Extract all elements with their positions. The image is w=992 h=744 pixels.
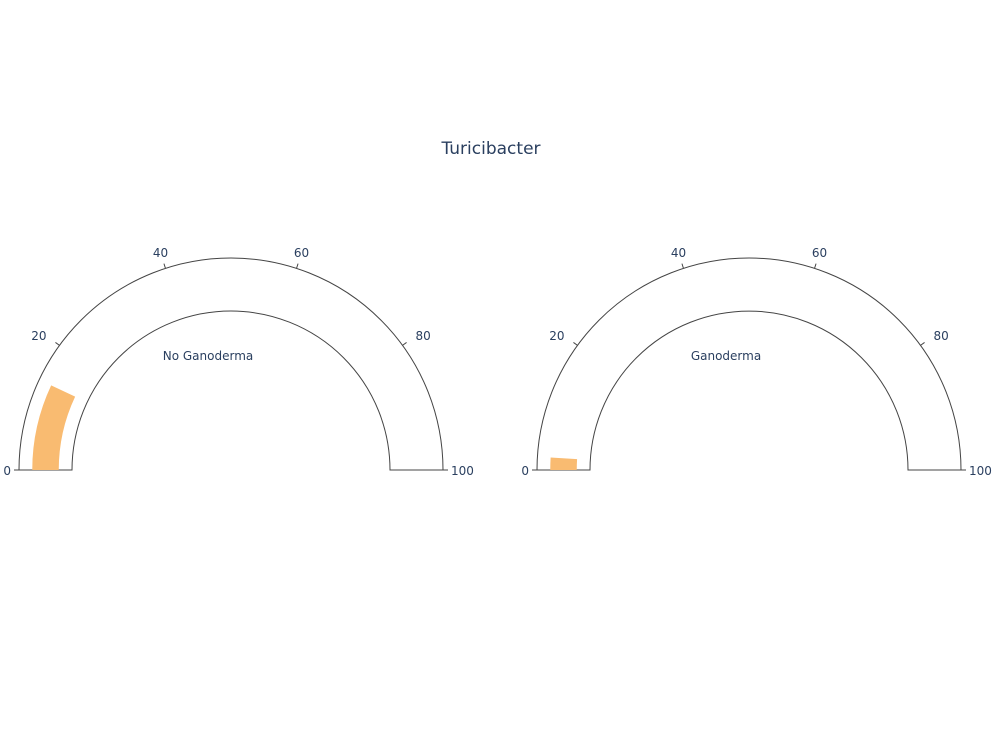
gauge-tick-label: 60	[812, 246, 827, 260]
gauge-tick	[814, 263, 817, 269]
gauge-tick-label: 80	[933, 329, 948, 343]
gauge-band-outline	[536, 257, 962, 471]
gauge-tick-label: 40	[671, 246, 686, 260]
gauge-name: No Ganoderma	[163, 349, 254, 363]
gauge-band-outline	[18, 257, 444, 471]
gauge-1: 0 20 40 60 80 100 Ganoderma	[521, 246, 992, 478]
gauge-value-bar	[550, 457, 578, 470]
gauge-tick	[296, 263, 299, 269]
gauge-tick	[55, 342, 60, 346]
gauge-tick	[920, 342, 925, 346]
gauge-tick-label: 20	[31, 329, 46, 343]
gauge-tick-label: 20	[549, 329, 564, 343]
gauge-tick-label: 60	[294, 246, 309, 260]
gauge-tick-label: 40	[153, 246, 168, 260]
gauge-tick	[681, 263, 684, 269]
gauge-tick	[573, 342, 578, 346]
gauge-tick-label: 80	[415, 329, 430, 343]
gauge-tick-label: 0	[521, 464, 529, 478]
gauges-layer: 0 20 40 60 80 100 No Ganoderma 0 20 40 60 80 100 Gano…	[3, 246, 992, 478]
gauge-name: Ganoderma	[691, 349, 761, 363]
gauge-tick-label: 0	[3, 464, 11, 478]
gauge-value-bar	[32, 385, 76, 470]
gauge-tick-label: 100	[451, 464, 474, 478]
gauge-tick	[163, 263, 166, 269]
gauge-0: 0 20 40 60 80 100 No Ganoderma	[3, 246, 474, 478]
chart-title: Turicibacter	[440, 139, 540, 159]
gauge-tick	[402, 342, 407, 346]
gauge-tick-label: 100	[969, 464, 992, 478]
